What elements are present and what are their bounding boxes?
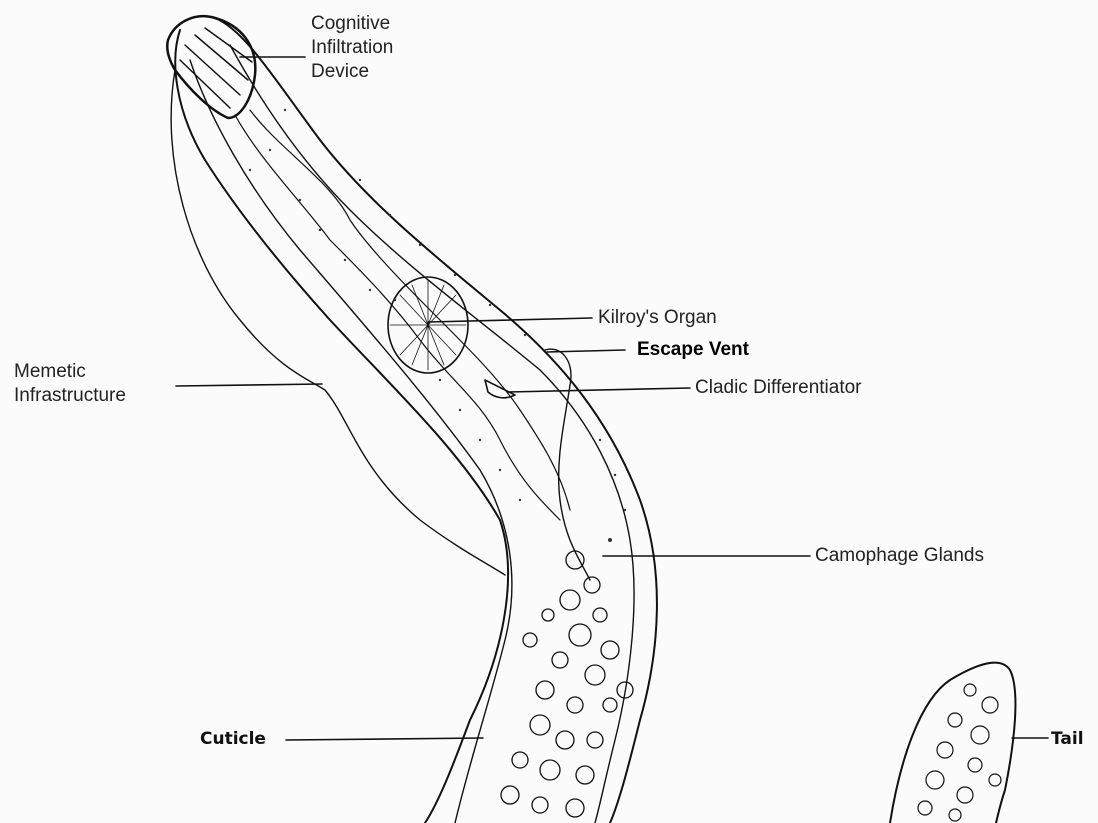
leader-memetic bbox=[176, 384, 322, 386]
label-memetic-line-2: Infrastructure bbox=[14, 384, 126, 408]
tail-bubbles bbox=[918, 684, 1001, 821]
tail-shape bbox=[890, 663, 1015, 823]
head-capsule-inner bbox=[180, 28, 252, 108]
leader-cladic bbox=[508, 388, 690, 392]
internal-duct-1 bbox=[235, 115, 560, 520]
camophage-glands bbox=[501, 551, 633, 817]
inner-wall-left bbox=[190, 60, 512, 823]
label-cladic-differentiator: Cladic Differentiator bbox=[695, 376, 862, 400]
label-cognitive-line-2: Infiltration bbox=[311, 36, 393, 60]
body-outline-left bbox=[175, 30, 508, 823]
label-cognitive-infiltration-device: Cognitive Infiltration Device bbox=[311, 12, 393, 84]
label-memetic-infrastructure: Memetic Infrastructure bbox=[14, 360, 126, 408]
escape-vent-shape bbox=[545, 349, 590, 580]
leader-cuticle bbox=[286, 738, 483, 740]
label-escape-vent: Escape Vent bbox=[637, 338, 749, 362]
label-cognitive-line-3: Device bbox=[311, 60, 393, 84]
label-tail: Tail bbox=[1051, 727, 1084, 751]
label-kilroys-organ: Kilroy's Organ bbox=[598, 306, 717, 330]
label-memetic-line-1: Memetic bbox=[14, 360, 126, 384]
stippling bbox=[249, 109, 626, 542]
label-cognitive-line-1: Cognitive bbox=[311, 12, 393, 36]
kilroys-organ-rays bbox=[390, 280, 466, 370]
label-camophage-glands: Camophage Glands bbox=[815, 544, 984, 568]
internal-duct-2 bbox=[250, 110, 570, 510]
memetic-membrane bbox=[171, 70, 505, 575]
body-outline-right bbox=[215, 18, 657, 823]
inner-wall-right bbox=[230, 45, 634, 823]
label-cuticle: Cuticle bbox=[200, 727, 266, 751]
